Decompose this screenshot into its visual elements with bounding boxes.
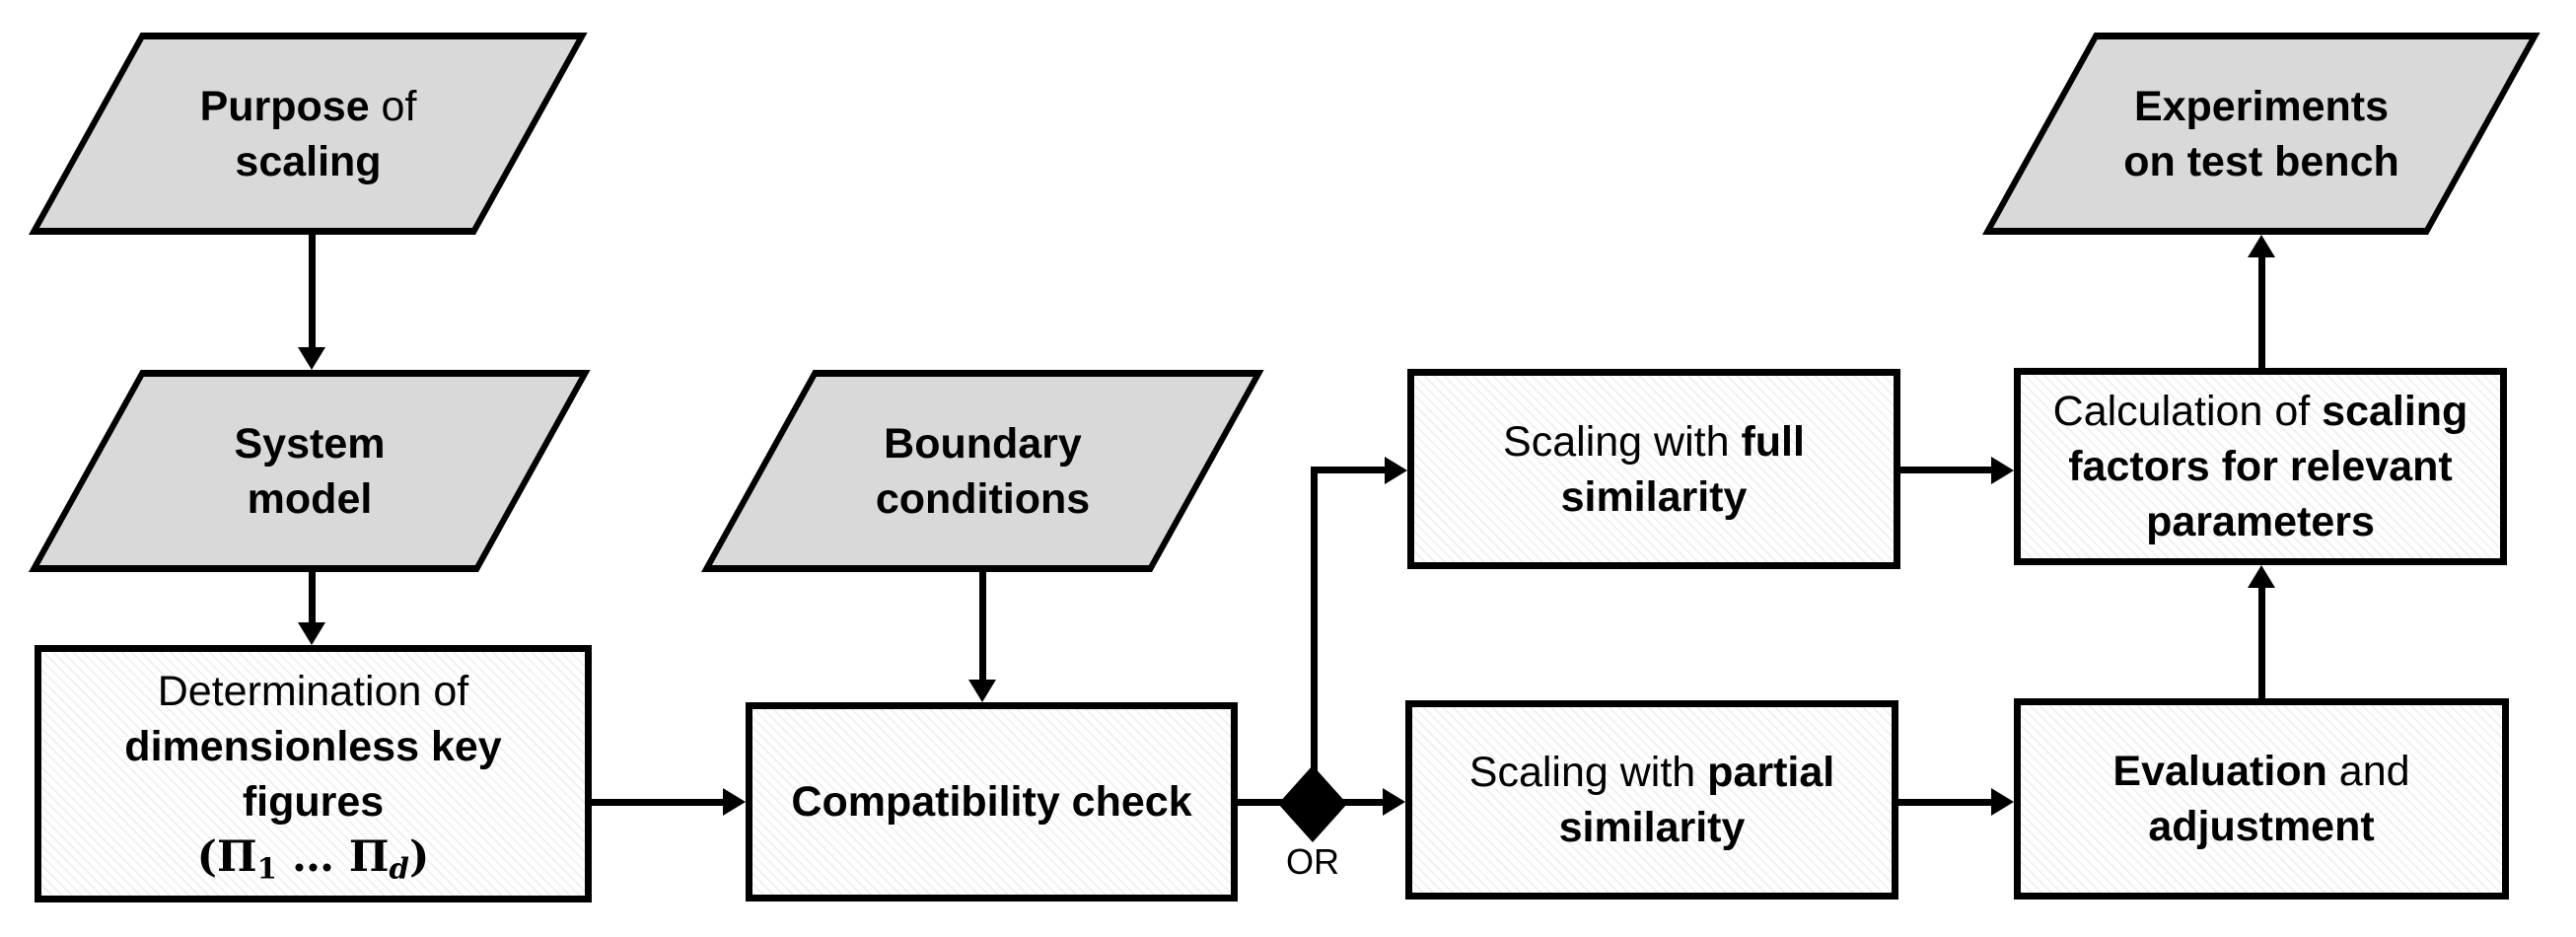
arrow-head-icon [1383,788,1405,816]
arrow-shaft [2258,254,2265,368]
arrow-shaft [309,233,316,350]
arrow-head-icon [1991,457,2014,484]
or-junction-label: OR [1286,841,1339,882]
or-junction-diamond-icon [1278,765,1347,842]
arrow-head-icon [723,788,746,816]
arrow-head-icon [298,622,325,645]
arrow-shaft [1898,799,1994,806]
arrow-shaft [592,799,726,806]
arrow-head-icon [1385,457,1407,484]
arrow-shaft [309,570,316,625]
arrow-head-icon [2248,235,2275,257]
arrow-head-icon [2248,565,2275,588]
node-label-compatibility-check: Compatibility check [791,778,1192,826]
arrow-shaft [979,570,986,683]
arrow-head-icon [298,347,325,370]
arrow-head-icon [1991,788,2014,816]
arrow-head-icon [968,680,996,702]
arrow-shaft [1900,467,1994,473]
arrow-shaft [1311,467,1318,806]
arrow-shaft [2258,585,2265,698]
flow-node-compatibility-check: Compatibility check [746,702,1238,901]
arrow-shaft [1311,467,1388,473]
